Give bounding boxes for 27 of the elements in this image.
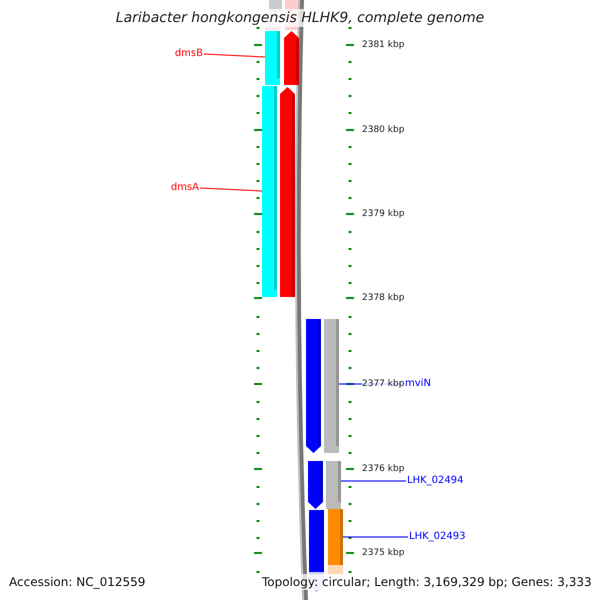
gene-feature	[280, 87, 295, 297]
gene-feature	[308, 461, 323, 509]
gene-feature	[284, 31, 299, 85]
leader-line	[342, 536, 408, 538]
gene-label: LHK_02493	[409, 530, 489, 544]
gene-label: LHK_02494	[407, 474, 487, 488]
gene-feature	[324, 319, 339, 453]
scale-label: 2378 kbp	[362, 292, 404, 304]
genome-summary-text: Topology: circular; Length: 3,169,329 bp; Genes: 3,333	[262, 574, 592, 590]
gene-label: dmsB	[150, 47, 203, 61]
gene-feature	[328, 509, 343, 575]
scale-label: 2376 kbp	[362, 463, 404, 475]
scale-label: 2379 kbp	[362, 208, 404, 220]
scale-label: 2377 kbp	[362, 378, 404, 390]
leader-line	[204, 54, 266, 58]
accession-text: Accession: NC_012559	[9, 574, 146, 590]
scale-label: 2375 kbp	[362, 547, 404, 559]
leader-line	[200, 188, 262, 192]
gene-feature	[262, 86, 277, 297]
gene-feature	[306, 319, 321, 453]
gene-feature	[326, 461, 341, 509]
gene-feature	[265, 31, 280, 85]
scale-label: 2381 kbp	[362, 39, 404, 51]
scale-label: 2380 kbp	[362, 124, 404, 136]
leader-line	[340, 480, 406, 482]
gene-label: mviN	[405, 377, 465, 391]
gene-label: dmsA	[140, 181, 199, 195]
